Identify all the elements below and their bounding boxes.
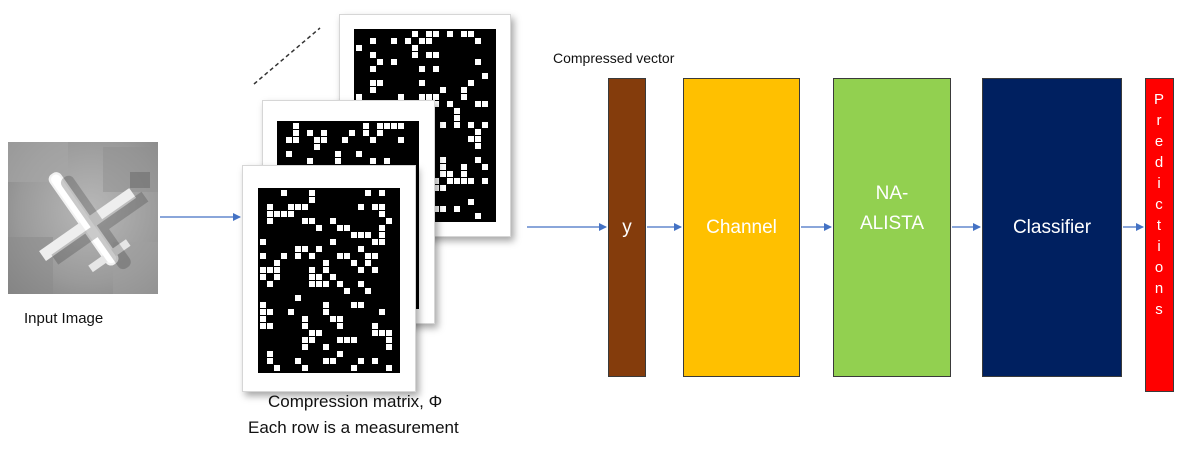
compression-caption-line2: Each row is a measurement xyxy=(248,418,459,437)
input-image-caption: Input Image xyxy=(24,310,104,327)
stack-dashed-line xyxy=(253,27,321,85)
predictions-letter: d xyxy=(1154,154,1165,171)
predictions-letter: i xyxy=(1157,175,1162,192)
compressed-vector-label: y xyxy=(622,216,632,238)
input-image xyxy=(8,142,158,294)
predictions-letter: e xyxy=(1154,133,1165,150)
classifier-label: Classifier xyxy=(1012,216,1092,238)
predictions-letter: i xyxy=(1157,238,1162,255)
predictions-letter: s xyxy=(1155,301,1164,318)
compression-caption-line1: Compression matrix, Φ xyxy=(268,392,443,411)
predictions-letter: t xyxy=(1156,217,1163,234)
compression-matrix-front xyxy=(258,188,400,373)
classifier-block: Classifier xyxy=(982,78,1122,377)
compressed-vector-block: y xyxy=(608,78,646,377)
na-alista-label-line2: ALISTA xyxy=(859,213,925,234)
channel-label: Channel xyxy=(706,216,777,238)
predictions-letter: P xyxy=(1153,91,1165,108)
predictions-letter: o xyxy=(1154,259,1165,276)
predictions-letter: c xyxy=(1155,196,1164,213)
na-alista-label-line1: NA- xyxy=(875,183,909,204)
predictions-letter: r xyxy=(1156,112,1163,129)
channel-block: Channel xyxy=(683,78,800,377)
compressed-vector-caption: Compressed vector xyxy=(553,50,675,66)
compression-matrix-frame-front xyxy=(242,165,416,392)
na-alista-block: NA- ALISTA xyxy=(833,78,951,377)
predictions-letter: n xyxy=(1154,280,1165,297)
